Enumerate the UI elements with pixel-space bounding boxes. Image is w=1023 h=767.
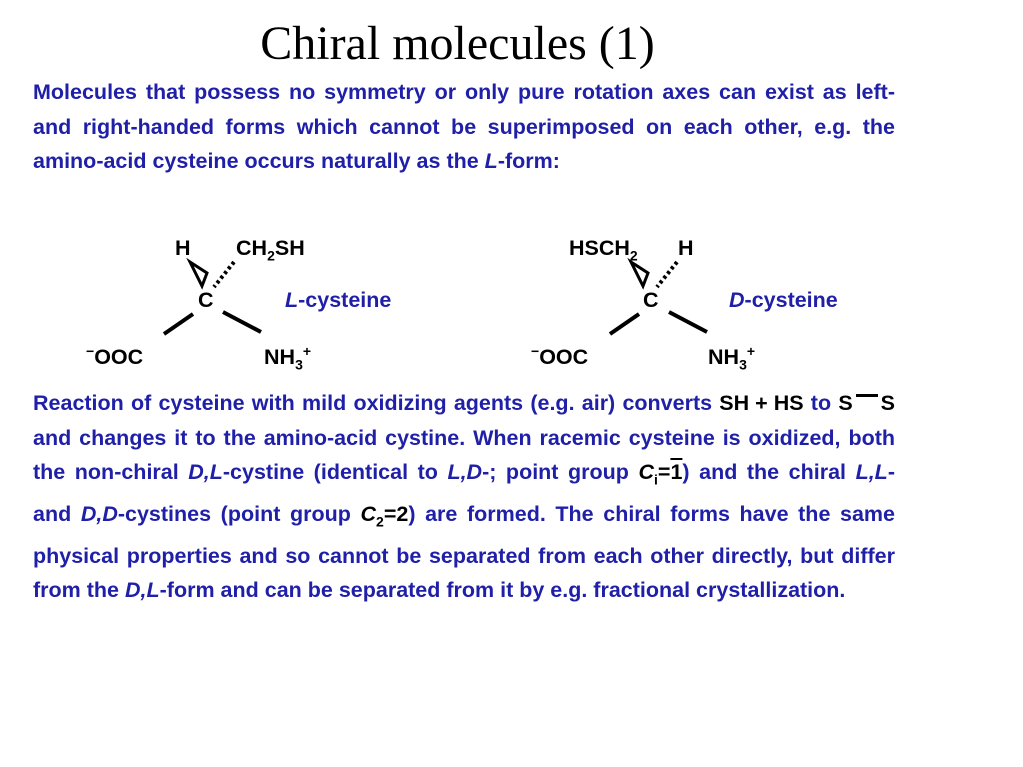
d-hsch2-group: HSCH2: [569, 236, 638, 264]
bond-c-nh3: [222, 310, 262, 334]
bond-c-ooc: [608, 312, 641, 336]
l-chiral-carbon: C: [198, 288, 214, 312]
d-chiral-carbon: C: [643, 288, 659, 312]
l-h-atom: H: [175, 236, 191, 260]
hashed-bond: [655, 260, 679, 289]
slide-title: Chiral molecules (1): [260, 17, 655, 70]
bond-c-nh3: [668, 310, 708, 334]
d-cysteine-label: D-cysteine: [729, 288, 838, 312]
wedge-bond: [186, 257, 209, 290]
bond-c-ooc: [162, 312, 195, 336]
thiol-groups: SH + HS: [719, 391, 804, 415]
reaction-paragraph: Reaction of cysteine with mild oxidizing…: [33, 386, 895, 608]
d-ammonium-group: NH3+: [708, 343, 756, 373]
d-carboxylate-group: −OOC: [531, 343, 589, 370]
l-carboxylate-group: −OOC: [86, 343, 144, 370]
hashed-bond: [212, 260, 236, 289]
wedge-bond: [627, 257, 650, 290]
l-ch2sh-group: CH2SH: [236, 236, 305, 264]
d-cysteine-bonds: [608, 257, 708, 336]
l-cysteine-bonds: [162, 257, 262, 336]
l-cysteine-label: L-cysteine: [285, 288, 392, 312]
l-ammonium-group: NH3+: [264, 343, 312, 373]
d-h-atom: H: [678, 236, 694, 260]
intro-paragraph: Molecules that possess no symmetry or on…: [33, 80, 895, 173]
